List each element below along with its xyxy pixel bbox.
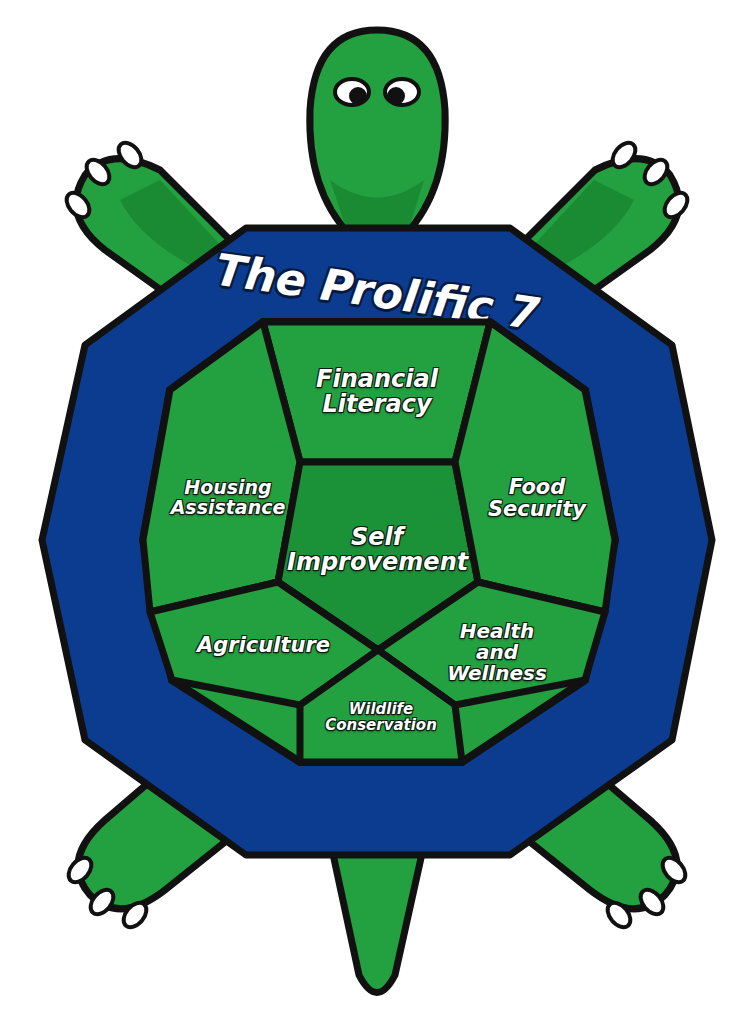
claw: [603, 898, 635, 931]
claw: [86, 885, 118, 918]
turtle-eye: [385, 79, 419, 105]
segment-label: Health and Wellness: [437, 621, 557, 684]
segment-shape: [143, 322, 300, 612]
claw: [82, 155, 114, 188]
segment-label: Agriculture: [197, 634, 327, 656]
claw: [608, 138, 640, 171]
claw: [660, 188, 692, 221]
segment-outline: [143, 322, 300, 612]
turtle-pupil: [389, 89, 403, 103]
claw: [114, 138, 146, 171]
segment-label: Self Improvement: [287, 525, 467, 575]
inner-field: [143, 322, 615, 762]
segment-label: Financial Literacy: [292, 367, 462, 417]
segment-shape: [455, 322, 615, 612]
shell-segment: Food Security: [455, 322, 615, 612]
segment-shape: [300, 650, 462, 762]
claw: [64, 853, 96, 886]
shell-segment: Housing Assistance: [143, 322, 300, 612]
turtle-head: [310, 30, 445, 235]
turtle-tail: [330, 840, 425, 993]
claw: [640, 155, 672, 188]
segment-label: Wildlife Conservation: [306, 702, 456, 734]
shell-band: The Prolific 7Financial LiteracyHousing …: [42, 228, 712, 855]
claw: [658, 853, 690, 886]
segment-label: Housing Assistance: [168, 478, 288, 518]
claw: [636, 885, 668, 918]
turtle-pupil: [351, 89, 365, 103]
shell-segment: Wildlife Conservation: [300, 650, 462, 762]
band-shape: [42, 228, 712, 855]
claw: [62, 188, 94, 221]
turtle-eye: [335, 79, 369, 105]
head-shade: [330, 180, 424, 225]
claw: [119, 898, 151, 931]
segment-outline: [455, 322, 615, 612]
segment-label: Food Security: [477, 476, 597, 520]
